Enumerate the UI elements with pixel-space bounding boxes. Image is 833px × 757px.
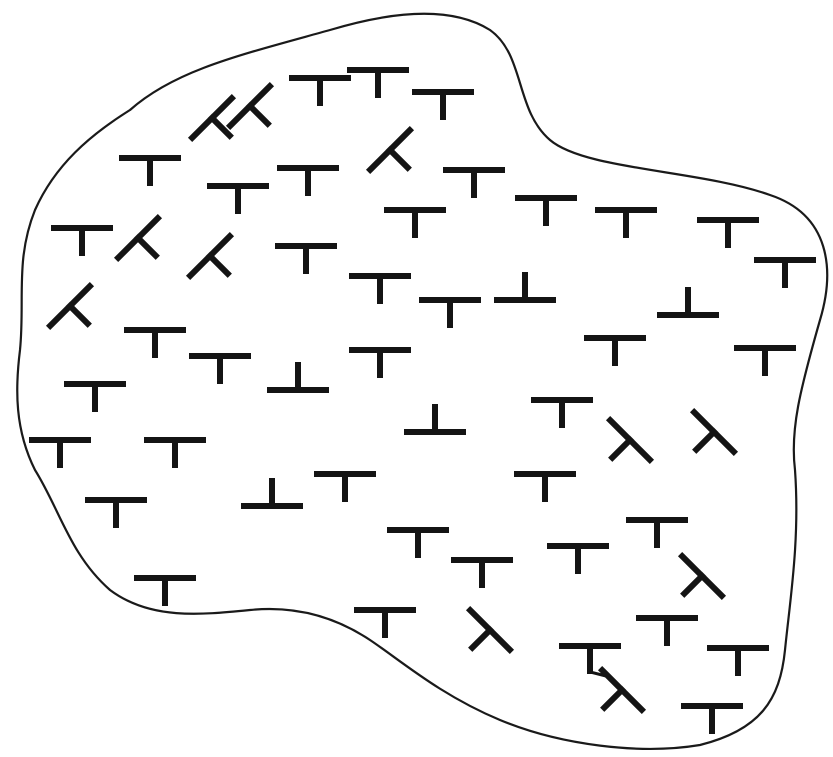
dislocation-symbol-46 [134,575,196,606]
symbol-stem [682,574,704,596]
dislocation-symbol-6 [119,155,181,186]
dislocation-symbol-48 [354,607,416,638]
dislocation-symbol-47 [660,552,726,618]
dislocation-symbol-16 [51,225,113,256]
dislocation-symbol-15 [754,257,816,288]
dislocation-symbol-23 [584,335,646,366]
dislocation-symbol-13 [595,207,657,238]
dislocation-symbol-41 [241,478,303,509]
dislocation-symbol-36 [144,437,206,468]
dislocation-symbol-35 [29,437,91,468]
dislocation-symbol-45 [626,517,688,548]
dislocation-symbols [29,67,816,734]
dislocation-symbol-43 [451,557,513,588]
dislocation-symbol-50 [636,615,698,646]
dislocation-symbol-2 [347,67,409,98]
symbol-stem [694,430,716,452]
dislocation-symbol-20 [349,273,411,304]
dislocation-symbol-5 [226,82,292,148]
dislocation-symbol-8 [277,165,339,196]
symbol-stem [610,438,632,460]
dislocation-symbol-49 [448,606,514,672]
dislocation-symbol-31 [64,381,126,412]
dislocation-symbol-37 [404,404,466,435]
dislocation-symbol-22 [494,272,556,303]
dislocation-symbol-54 [681,703,743,734]
dislocation-symbol-44 [547,543,609,574]
dislocation-symbol-42 [387,527,449,558]
dislocation-symbol-14 [697,217,759,248]
dislocation-symbol-3 [412,89,474,120]
dislocation-symbol-26 [46,282,112,348]
dislocation-symbol-40 [85,497,147,528]
dislocation-symbol-24 [657,287,719,318]
dislocation-symbol-7 [207,183,269,214]
symbol-stem [388,148,410,170]
symbol-stem [470,628,492,650]
dislocation-symbol-9 [366,126,432,192]
dislocation-symbol-11 [384,207,446,238]
symbol-stem [602,688,624,710]
dislocation-symbol-53 [580,666,646,732]
dislocation-symbol-28 [189,353,251,384]
dislocation-symbol-30 [267,362,329,393]
dislocation-symbol-17 [114,214,180,280]
dislocation-symbol-32 [531,397,593,428]
dislocation-symbol-25 [734,345,796,376]
dislocation-symbol-39 [514,471,576,502]
dislocation-symbol-34 [672,408,738,474]
symbol-stem [248,104,270,126]
dislocation-symbol-29 [349,347,411,378]
dislocation-symbol-1 [289,75,351,106]
dislocation-symbol-19 [275,243,337,274]
symbol-stem [208,254,230,276]
region-outline [17,14,827,749]
dislocation-symbol-12 [515,195,577,226]
dislocation-symbol-38 [314,471,376,502]
dislocation-symbol-18 [186,232,252,298]
dislocation-symbol-52 [707,645,769,676]
dislocation-symbol-10 [443,167,505,198]
symbol-stem [136,236,158,258]
dislocation-symbol-27 [124,327,186,358]
symbol-stem [68,304,90,326]
dislocation-symbol-33 [588,416,654,482]
dislocation-symbol-21 [419,297,481,328]
dislocation-symbol-4 [188,94,254,160]
